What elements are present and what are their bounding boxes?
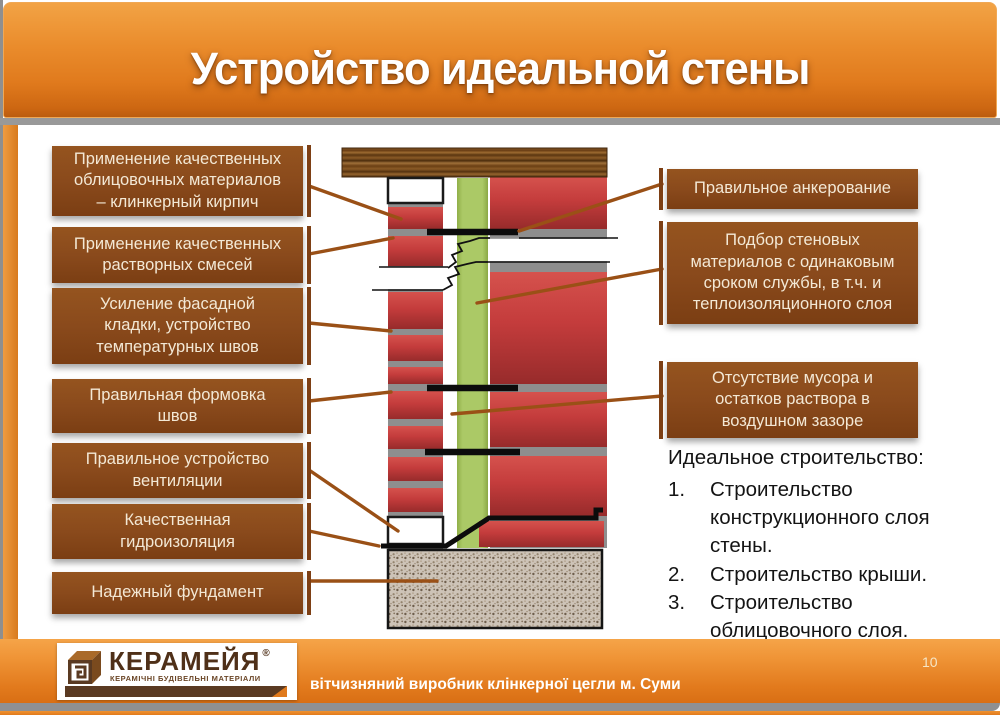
registered-mark: ® [262, 648, 270, 659]
ideal-construction-list: Идеальное строительство: Строительство к… [668, 444, 960, 645]
callout-anchoring: Правильное анкерование [659, 168, 918, 210]
list-item: Строительство облицовочного слоя. [668, 589, 909, 643]
callout-clean-air-gap: Отсутствие мусора и остатков раствора в … [659, 361, 918, 439]
leader-lines [307, 182, 664, 583]
callout-foundation: Надежный фундамент [52, 571, 311, 615]
brand-name: КЕРАМЕЙЯ [109, 646, 261, 676]
footer-band: КЕРАМЕЙЯ® КЕРАМІЧНІ БУДІВЕЛЬНІ МАТЕРІАЛИ… [0, 639, 1000, 703]
insulation-layer [457, 178, 488, 548]
list-item: Строительство конструкционного слоя стен… [668, 476, 930, 558]
page-number: 10 [922, 654, 938, 670]
page-title: Устройство идеальной стены [190, 43, 811, 94]
callout-material-selection: Подбор стеновых материалов с одинаковым … [659, 221, 918, 325]
brand-underline-bar [65, 686, 287, 697]
callout-facing-materials: Применение качественных облицовочных мат… [52, 145, 311, 217]
banner-shadow [0, 118, 1000, 125]
callout-ventilation: Правильное устройство вентиляции [52, 442, 311, 499]
callout-waterproofing: Качественная гидроизоляция [52, 503, 311, 560]
structural-wall [479, 177, 607, 547]
brand-name-row: КЕРАМЕЙЯ® [109, 646, 270, 677]
vent-openings [386, 176, 445, 546]
callout-facade-reinforcement: Усиление фасадной кладки, устройство тем… [52, 287, 311, 365]
wall-diagram [307, 147, 664, 630]
wood-beam [341, 147, 608, 178]
break-symbol [371, 237, 621, 291]
footer-bottom-sliver [0, 711, 1000, 715]
callout-joint-forming: Правильная формовка швов [52, 378, 311, 434]
callout-mortar-mixes: Применение качественных растворных смесе… [52, 226, 311, 284]
anchor-bars [425, 228, 520, 456]
brand-logo: КЕРАМЕЙЯ® КЕРАМІЧНІ БУДІВЕЛЬНІ МАТЕРІАЛИ [57, 643, 297, 700]
brand-subtitle: КЕРАМІЧНІ БУДІВЕЛЬНІ МАТЕРІАЛИ [110, 674, 261, 683]
waterproofing-line [381, 507, 603, 549]
title-banner: Устройство идеальной стены [3, 2, 997, 118]
brand-bar-accent [272, 686, 287, 697]
brick-cube-icon [68, 651, 101, 684]
footer-gray-strip [0, 703, 1000, 711]
list-item: Строительство крыши. [668, 561, 928, 590]
foundation [386, 548, 604, 630]
facade-brick-column [388, 207, 443, 512]
slide-left-edge [0, 0, 3, 640]
left-accent-strip [3, 125, 18, 639]
footer-tagline: вітчизняний виробник клінкерної цегли м.… [310, 676, 681, 693]
list-heading: Идеальное строительство: [668, 446, 924, 469]
mortar-joints [388, 177, 607, 550]
